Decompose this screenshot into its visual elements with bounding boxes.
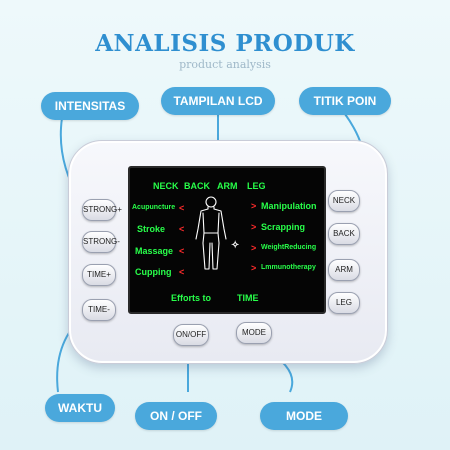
page-subtitle: product analysis bbox=[179, 58, 271, 71]
lcd-arrow-right-1: > bbox=[251, 201, 257, 211]
arm-button[interactable]: ARM bbox=[328, 259, 360, 281]
lcd-label-leg: LEG bbox=[247, 181, 266, 191]
lcd-mode-acupuncture: Acupuncture bbox=[132, 204, 176, 211]
lcd-mode-lmmunotherapy: Lmmunotherapy bbox=[261, 264, 316, 271]
strong-minus-button[interactable]: STRONG- bbox=[82, 231, 120, 253]
lcd-mode-weightreducing: WeightReducing bbox=[261, 244, 317, 251]
lcd-arrow-right-2: > bbox=[251, 222, 257, 232]
mode-button[interactable]: MODE bbox=[236, 322, 272, 344]
lcd-label-neck: NECK bbox=[153, 181, 179, 191]
time-plus-button[interactable]: TIME+ bbox=[82, 264, 116, 286]
on-off-button[interactable]: ON/OFF bbox=[173, 324, 209, 346]
callout-on-off: ON / OFF bbox=[135, 402, 217, 430]
lcd-efforts-label: Efforts to bbox=[171, 293, 211, 303]
lcd-label-arm: ARM bbox=[217, 181, 238, 191]
lcd-arrow-left-1: < bbox=[179, 203, 185, 213]
lcd-mode-massage: Massage bbox=[135, 246, 174, 256]
callout-intensitas: INTENSITAS bbox=[41, 92, 139, 120]
back-button[interactable]: BACK bbox=[328, 223, 360, 245]
lcd-sparkle-icon: ✧ bbox=[231, 240, 240, 251]
lcd-mode-manipulation: Manipulation bbox=[261, 201, 317, 211]
lcd-mode-cupping: Cupping bbox=[135, 267, 172, 277]
neck-button[interactable]: NECK bbox=[328, 190, 360, 212]
lcd-arrow-left-4: < bbox=[179, 267, 185, 277]
time-minus-button[interactable]: TIME- bbox=[82, 299, 116, 321]
body-figure-icon bbox=[195, 196, 227, 270]
lcd-time-label: TIME bbox=[237, 293, 259, 303]
lcd-label-back: BACK bbox=[184, 181, 210, 191]
page-title: ANALISIS PRODUK bbox=[95, 30, 355, 57]
lcd-arrow-left-3: < bbox=[179, 246, 185, 256]
leg-button[interactable]: LEG bbox=[328, 292, 360, 314]
lcd-mode-scrapping: Scrapping bbox=[261, 222, 306, 232]
lcd-arrow-right-3: > bbox=[251, 243, 257, 253]
lcd-arrow-right-4: > bbox=[251, 263, 257, 273]
lcd-screen bbox=[128, 166, 326, 314]
lcd-arrow-left-2: < bbox=[179, 224, 185, 234]
callout-tampilan-lcd: TAMPILAN LCD bbox=[161, 87, 275, 115]
strong-plus-button[interactable]: STRONG+ bbox=[82, 199, 122, 221]
callout-waktu: WAKTU bbox=[45, 394, 115, 422]
callout-titik-poin: TITIK POIN bbox=[299, 87, 391, 115]
callout-mode: MODE bbox=[260, 402, 348, 430]
lcd-mode-stroke: Stroke bbox=[137, 224, 166, 234]
